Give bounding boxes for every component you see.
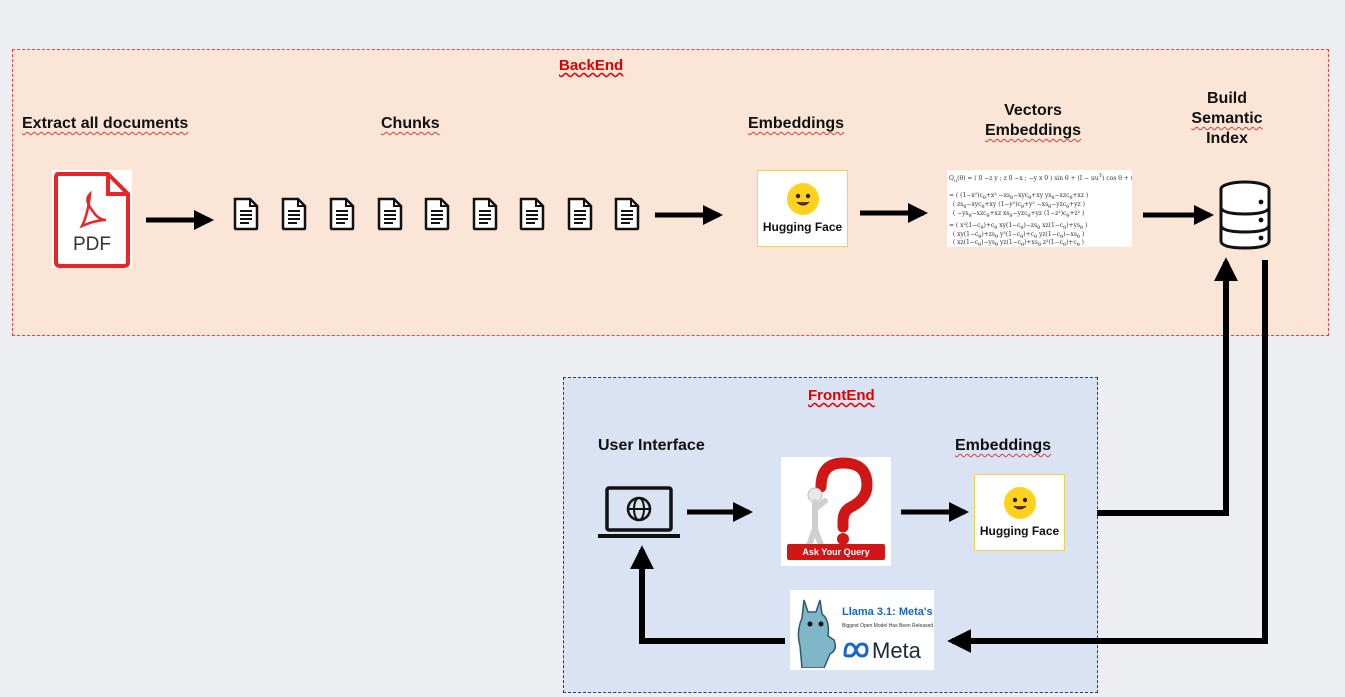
question-mark-figure-icon [806,457,873,548]
meta-logo-icon [843,642,869,658]
ask-query-button: Ask Your Query [787,544,885,560]
document-icon [567,197,593,231]
document-icon [281,197,307,231]
document-icon [472,197,498,231]
arrow-index-to-llama [947,260,1268,653]
laptop-globe-icon [598,486,680,538]
huggingface-label-frontend: Hugging Face [979,524,1060,538]
document-icon [377,197,403,231]
huggingface-logo-icon-frontend [1003,487,1036,519]
build-semantic-index-label: Build Semantic Index [1183,89,1271,149]
document-icon [233,197,259,231]
arrow-embeddings-to-index [1097,257,1238,516]
huggingface-card-backend: Hugging Face [757,170,848,247]
build-label-line1: Build [1207,90,1247,107]
chunks-label: Chunks [381,115,440,132]
huggingface-card-frontend: Hugging Face [974,474,1065,551]
document-icon [519,197,545,231]
vectors-embeddings-label: Vectors Embeddings [983,101,1083,141]
llama-icon [797,599,837,668]
database-icon [1219,180,1271,250]
ask-query-image: Ask Your Query [781,457,891,566]
huggingface-label-backend: Hugging Face [762,220,843,234]
build-label-line3: Index [1206,130,1248,147]
backend-title: BackEnd [559,57,624,74]
huggingface-logo-icon [786,183,819,215]
document-icon [424,197,450,231]
document-icon [614,197,640,231]
document-icon [329,197,355,231]
vectors-label-line1: Vectors [1004,102,1062,119]
arrow-llama-to-ui [630,545,785,644]
llama-title: Llama 3.1: Meta's [842,606,933,618]
pdf-icon-graphic [54,172,130,268]
meta-wordmark: Meta [872,638,921,663]
user-interface-label: User Interface [598,437,705,454]
pdf-label: PDF [73,234,111,255]
extract-label: Extract all documents [22,115,189,132]
vector-equations-image: Qu(θ) = ( 0 −z y ; z 0 −x ; −y x 0 ) sin… [947,170,1132,247]
build-label-line2: Semantic [1191,110,1263,127]
llama-subtitle: Biggest Open Model Has Been Released [842,623,934,629]
embeddings-label: Embeddings [748,115,845,132]
vectors-label-line2: Embeddings [984,122,1081,139]
frontend-title: FrontEnd [808,387,875,404]
pdf-file-icon: PDF [52,170,132,268]
llama-meta-card: Llama 3.1: Meta's Biggest Open Model Has… [790,590,934,670]
frontend-embeddings-label: Embeddings [955,437,1052,454]
